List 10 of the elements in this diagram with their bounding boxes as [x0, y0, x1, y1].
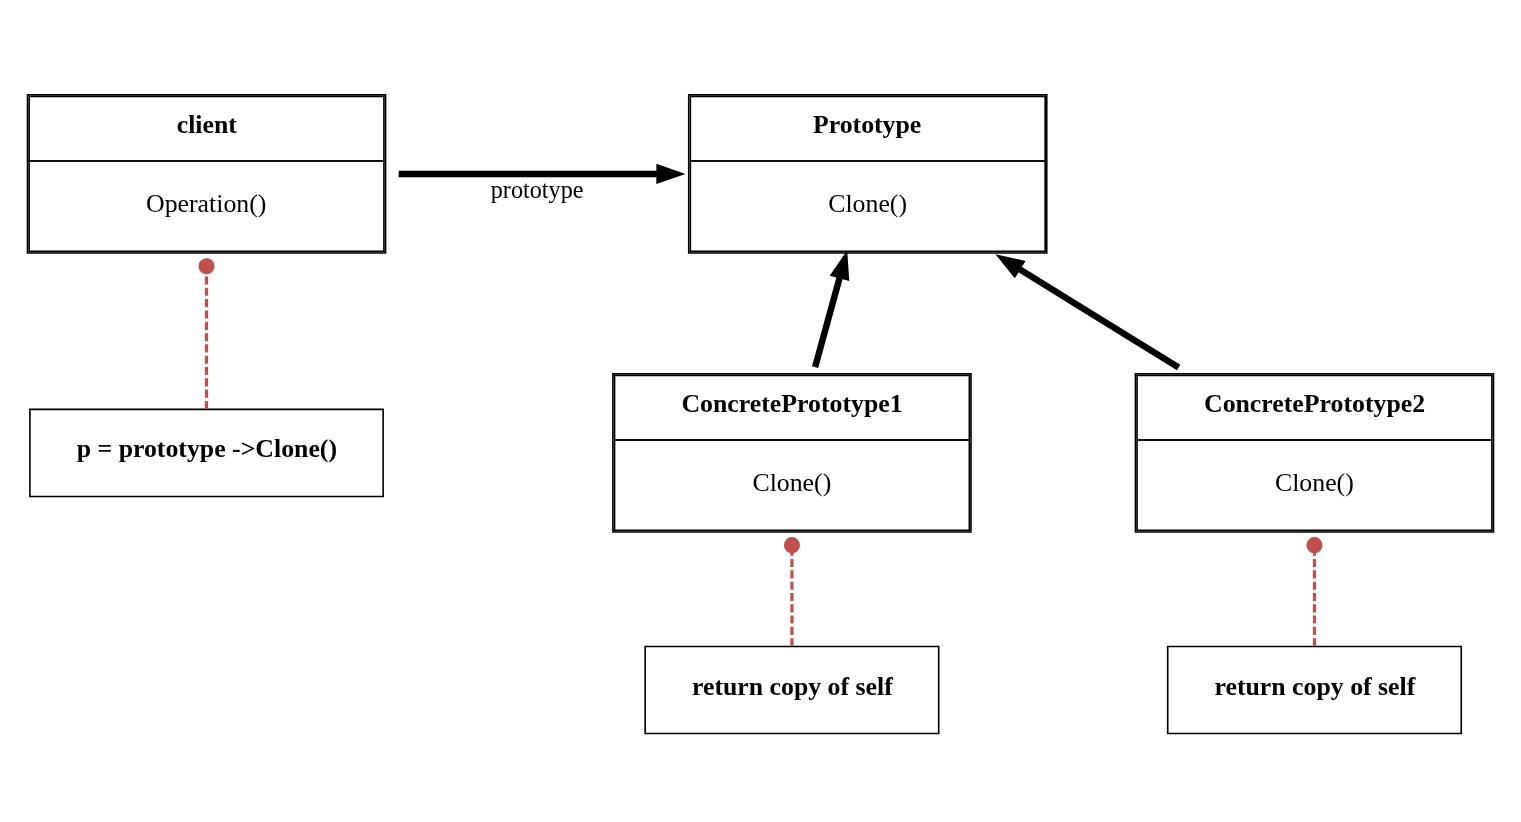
edge-label: prototype: [490, 176, 584, 204]
node-box: return copy of self: [644, 645, 940, 735]
arrow: [995, 254, 1181, 371]
connector: [783, 537, 800, 647]
node-box: return copy of self: [1166, 645, 1463, 735]
arrow: [812, 250, 850, 368]
arrow: [398, 163, 686, 185]
connector: [198, 258, 215, 409]
node-box: p = prototype ->Clone(): [29, 408, 384, 498]
connector: [1306, 537, 1323, 647]
